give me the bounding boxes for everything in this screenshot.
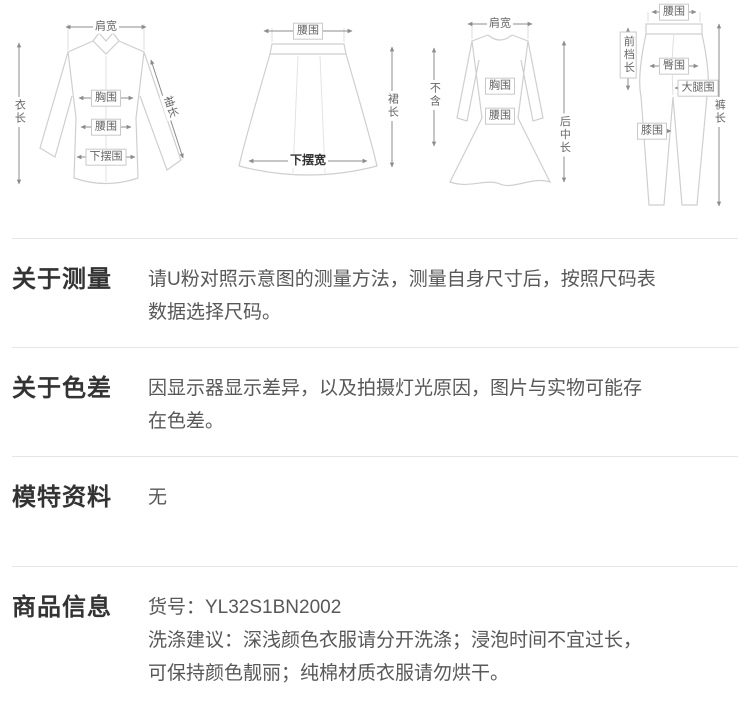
shirt-shoulder-label: 肩宽 [93, 20, 119, 34]
measurement-diagrams: 肩宽 衣长 胸围 腰围 下摆围 袖长 腰围 裙长 下摆宽 肩宽 不含 胸围 腰围… [0, 0, 750, 238]
pants-guides [647, 12, 701, 22]
info-sections: 关于测量 请U粉对照示意图的测量方法，测量自身尺寸后，按照尺码表数据选择尺码。 … [0, 238, 750, 708]
pants-knee-label: 膝围 [637, 122, 667, 140]
shirt-hem-label: 下摆围 [85, 148, 127, 166]
dress-guides [471, 26, 529, 39]
pants-waist-label: 腰围 [659, 3, 689, 21]
pants-front-rise-label: 前档长 [619, 31, 637, 79]
section-model-info-body: 无 [148, 481, 660, 514]
section-model-info: 模特资料 无 [12, 456, 738, 566]
section-color-difference-body: 因显示器显示差异，以及拍摄灯光原因，图片与实物可能存在色差。 [148, 372, 660, 438]
section-model-info-title: 模特资料 [12, 484, 112, 511]
section-measurement: 关于测量 请U粉对照示意图的测量方法，测量自身尺寸后，按照尺码表数据选择尺码。 [12, 238, 738, 347]
dress-shoulder-label: 肩宽 [487, 17, 513, 31]
skirt-outline [238, 43, 378, 176]
section-model-info-text: 无 [148, 487, 168, 508]
shirt-waist-label: 腰围 [91, 118, 121, 136]
section-measurement-text: 请U粉对照示意图的测量方法，测量自身尺寸后，按照尺码表数据选择尺码。 [148, 269, 656, 323]
section-color-difference: 关于色差 因显示器显示差异，以及拍摄灯光原因，图片与实物可能存在色差。 [12, 347, 738, 456]
pants-thigh-label: 大腿围 [677, 79, 719, 97]
skirt-waist-label: 腰围 [293, 22, 323, 40]
pants-outline [639, 23, 709, 206]
pants-length-label: 裤长 [712, 97, 726, 127]
section-product-info: 商品信息 货号：YL32S1BN2002 洗涤建议：深浅颜色衣服请分开洗涤；浸泡… [12, 566, 738, 708]
dress-note-label: 不含 [427, 80, 441, 110]
skirt-length-label: 裙长 [385, 91, 399, 121]
section-measurement-title: 关于测量 [12, 266, 112, 293]
pants-hip-label: 臀围 [659, 57, 689, 75]
skirt-hem-width-label: 下摆宽 [287, 153, 329, 168]
section-color-difference-text: 因显示器显示差异，以及拍摄灯光原因，图片与实物可能存在色差。 [148, 378, 643, 432]
shirt-bust-label: 胸围 [91, 89, 121, 107]
dress-arrows [431, 21, 567, 183]
section-measurement-body: 请U粉对照示意图的测量方法，测量自身尺寸后，按照尺码表数据选择尺码。 [148, 263, 660, 329]
dress-back-length-label: 后中长 [557, 113, 571, 157]
section-product-info-title: 商品信息 [12, 594, 112, 621]
section-product-info-body: 货号：YL32S1BN2002 洗涤建议：深浅颜色衣服请分开洗涤；浸泡时间不宜过… [148, 591, 660, 690]
dress-waist-label: 腰围 [485, 107, 515, 125]
section-color-difference-title: 关于色差 [12, 375, 112, 402]
dress-bust-label: 胸围 [485, 77, 515, 95]
dress-outline [449, 34, 552, 186]
product-item-number: 货号：YL32S1BN2002 [148, 597, 342, 618]
product-washing-advice: 洗涤建议：深浅颜色衣服请分开洗涤；浸泡时间不宜过长，可保持颜色靓丽；纯棉材质衣服… [148, 630, 643, 684]
shirt-length-label: 衣长 [12, 97, 26, 127]
